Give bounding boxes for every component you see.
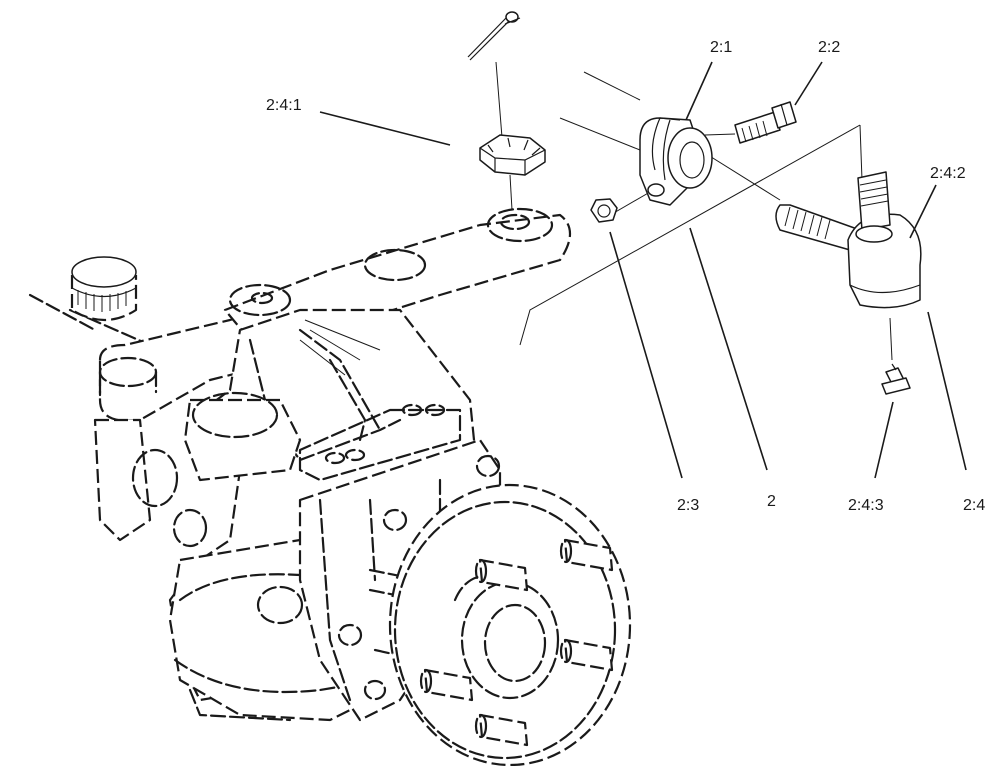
callout-2-1: 2:1 bbox=[710, 39, 732, 56]
clamp-bolt bbox=[734, 101, 797, 144]
castle-nut bbox=[479, 134, 546, 176]
hex-nut bbox=[590, 198, 618, 223]
leader-2-3 bbox=[609, 231, 683, 479]
leader-2-1 bbox=[685, 61, 713, 121]
dust-cap bbox=[70, 256, 138, 321]
tie-rod-end bbox=[775, 171, 922, 309]
leader-2-4 bbox=[927, 311, 967, 471]
leader-2-2 bbox=[794, 61, 823, 106]
assembly-centerlines bbox=[495, 61, 893, 361]
leader-2 bbox=[689, 227, 768, 471]
leader-2-4-1 bbox=[319, 111, 451, 146]
callout-2-4-2: 2:4:2 bbox=[930, 165, 966, 182]
leader-lines bbox=[319, 61, 967, 479]
callout-2-4-3: 2:4:3 bbox=[848, 497, 884, 514]
leader-2-4-2 bbox=[909, 184, 937, 239]
cotter-pin bbox=[467, 11, 521, 61]
callout-2-3: 2:3 bbox=[677, 497, 699, 514]
callout-2-2: 2:2 bbox=[818, 39, 840, 56]
leader-2-4-3 bbox=[874, 401, 894, 479]
tie-rod-sleeve-clamp bbox=[639, 117, 713, 206]
wheel-hub bbox=[388, 483, 632, 766]
callout-labels: 2:1 2:2 2:4:1 2:4:2 2:3 2 2:4:3 2:4 bbox=[266, 39, 985, 514]
wheel-studs bbox=[419, 538, 614, 747]
phantom-axle-knuckle-hub bbox=[28, 207, 632, 766]
grease-fitting bbox=[881, 363, 911, 395]
callout-2-4-1: 2:4:1 bbox=[266, 97, 302, 114]
callout-2-4: 2:4 bbox=[963, 497, 985, 514]
callout-2: 2 bbox=[767, 493, 776, 510]
